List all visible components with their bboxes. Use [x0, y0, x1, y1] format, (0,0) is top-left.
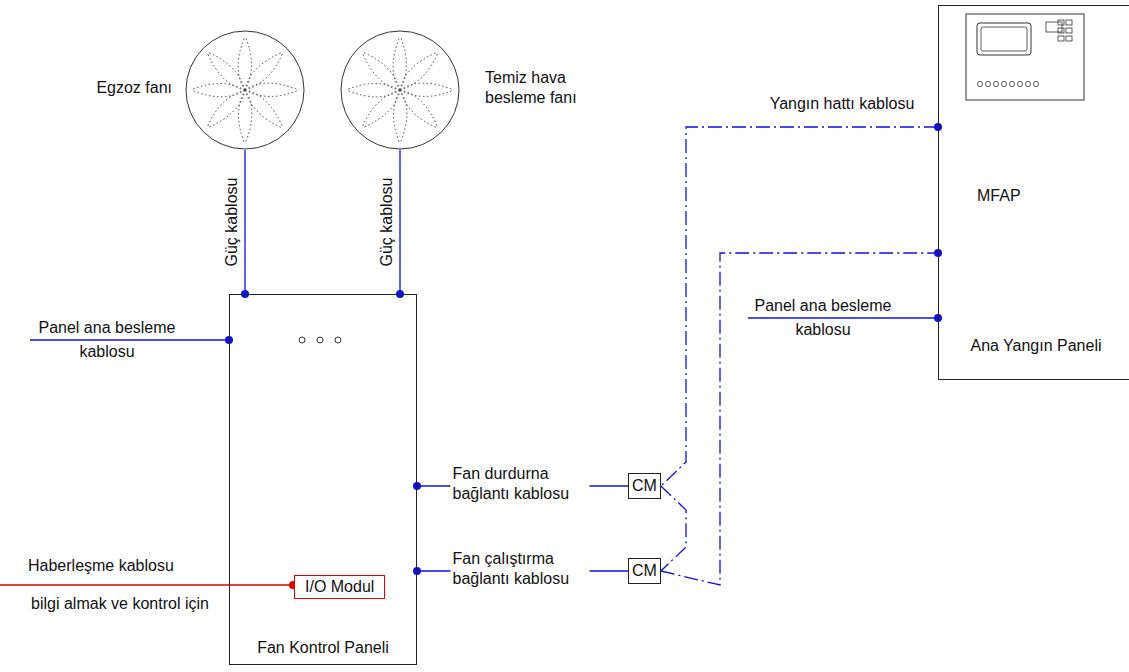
panel-front-icon: [966, 14, 1084, 100]
panel-screen: [977, 23, 1031, 55]
panel-screen-inner: [981, 27, 1027, 51]
fan-blade: [191, 84, 245, 90]
fan-blade: [400, 52, 438, 90]
fan-blade: [394, 90, 400, 144]
fan-blade: [191, 90, 245, 97]
cable-label: Yangın hattı kablosu: [768, 94, 917, 114]
cable-line: [661, 127, 938, 486]
fan-blade: [207, 52, 245, 90]
fan-blade: [362, 52, 400, 90]
fan-blade: [207, 90, 245, 128]
fan-blade: [245, 90, 252, 144]
panel-led: [1033, 81, 1038, 86]
panel-led: [1009, 81, 1014, 86]
fan-blade: [400, 36, 406, 90]
panel-frame: [966, 14, 1084, 100]
fan-blade: [346, 90, 400, 97]
cable-label: Güç kablosu: [377, 176, 397, 269]
panel-led: [1025, 81, 1030, 86]
fan-ring: [341, 31, 459, 149]
fan-blade: [207, 52, 245, 90]
fan-blade: [346, 84, 400, 90]
indicator-lamp: [299, 337, 305, 343]
fan-blade: [239, 90, 245, 144]
module-label: I/O Modul: [305, 577, 374, 597]
fire-panel-box: MFAP Ana Yangın Paneli: [938, 5, 1129, 380]
fan-blade: [400, 52, 438, 90]
panel-key: [1066, 28, 1072, 33]
fan-blade: [362, 90, 400, 128]
fan-label: Egzoz fanı: [62, 78, 172, 98]
fan-label: Temiz hava besleme fanı: [485, 68, 597, 108]
fan-outline: [185, 30, 305, 150]
panel-led: [1017, 81, 1022, 86]
cable-label: Güç kablosu: [222, 176, 242, 269]
cable-label: Panel ana besleme kablosu: [748, 294, 898, 342]
supply-wire: [30, 339, 229, 340]
cable-label: Panel ana besleme kablosu: [32, 316, 182, 364]
fan-blade: [400, 90, 407, 144]
fan-blade: [362, 52, 400, 90]
note-text: bilgi almak ve kontrol için: [25, 592, 215, 616]
cable-line: [661, 486, 686, 571]
panel-led: [977, 81, 982, 86]
fan-blade: [400, 90, 438, 128]
fan-circle: Temiz hava besleme fanı: [340, 30, 460, 150]
communication-wire: [0, 584, 293, 585]
fan-circle: Egzoz fanı: [185, 30, 305, 150]
panel-key: [1046, 22, 1062, 32]
control-module-box: CM: [628, 473, 661, 499]
cable-label: Fan çalıştırma bağlantı kablosu: [451, 549, 590, 589]
fan-blade: [362, 90, 400, 128]
fan-blade: [245, 90, 283, 128]
panel-key: [1058, 20, 1064, 25]
cable-label: Fan durdurna bağlantı kablosu: [451, 464, 590, 504]
module-box: I/O Modul: [294, 575, 385, 599]
panel-title: MFAP: [977, 186, 1021, 206]
indicator-lamp: [317, 337, 323, 343]
cable-label: Haberleşme kablosu: [28, 556, 174, 576]
panel-key: [1066, 20, 1072, 25]
wire-dot: [413, 567, 421, 575]
fan-outline: [340, 30, 460, 150]
panel-key: [1058, 36, 1064, 41]
fan-blade: [400, 90, 454, 96]
panel-led: [993, 81, 998, 86]
cable-line: [661, 253, 938, 585]
fan-blade: [207, 90, 245, 128]
panel-title: Fan Kontrol Paneli: [230, 638, 416, 658]
fan-blade: [400, 90, 438, 128]
supply-wire: [748, 317, 938, 318]
fan-blade: [238, 36, 245, 90]
module-label: CM: [632, 476, 657, 496]
panel-led: [1001, 81, 1006, 86]
fan-blade: [245, 90, 299, 96]
cable-line: [244, 150, 245, 294]
wire-dot: [413, 482, 421, 490]
panel-led-row: [977, 81, 1038, 86]
fan-ring: [186, 31, 304, 149]
cable-line: [399, 150, 400, 294]
panel-led: [985, 81, 990, 86]
panel-box: Fan Kontrol Paneli I/O Modul: [229, 294, 417, 665]
control-module-box: CM: [628, 558, 661, 584]
panel-subtitle: Ana Yangın Paneli: [939, 336, 1129, 356]
panel-key: [1066, 36, 1072, 41]
fan-blade: [245, 52, 283, 90]
indicator-lamp: [335, 337, 341, 343]
module-label: CM: [632, 561, 657, 581]
panel-key: [1058, 28, 1064, 33]
fan-blade: [393, 36, 400, 90]
fan-blade: [245, 90, 283, 128]
fan-blade: [245, 52, 283, 90]
fan-blade: [245, 36, 251, 90]
